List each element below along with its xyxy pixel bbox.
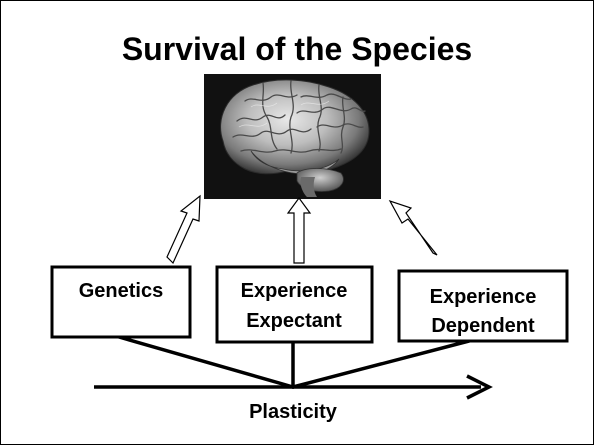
connector-dependent <box>293 341 469 387</box>
plasticity-label: Plasticity <box>249 401 338 423</box>
box-genetics-label: Genetics <box>79 280 163 302</box>
brain-image <box>204 74 381 199</box>
box-expectant-line1: Experience <box>241 280 348 302</box>
arrow-left <box>167 196 200 263</box>
arrow-center <box>288 198 310 263</box>
box-experience-expectant: Experience Expectant <box>217 267 372 342</box>
box-expectant-line2: Expectant <box>246 310 342 332</box>
box-genetics: Genetics <box>52 267 190 337</box>
connector-genetics <box>119 337 293 387</box>
box-experience-dependent: Experience Dependent <box>399 271 567 341</box>
arrow-right <box>390 201 437 255</box>
connector-lines <box>119 337 469 387</box>
box-dependent-line2: Dependent <box>431 315 535 337</box>
box-dependent-line1: Experience <box>430 286 537 308</box>
